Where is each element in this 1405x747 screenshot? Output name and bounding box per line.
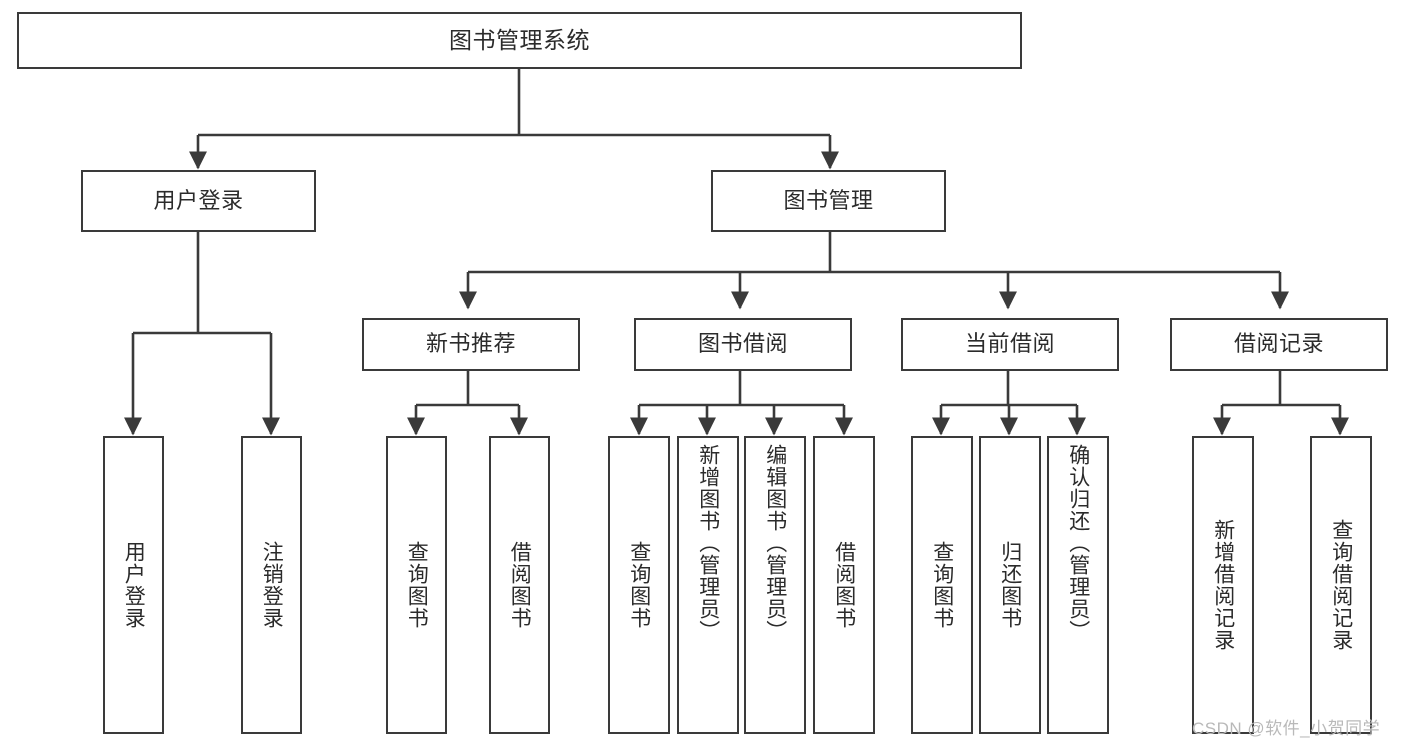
node-label: 编辑图书（管理员） (763, 444, 787, 642)
node-label: 用户登录 (122, 541, 146, 629)
node-leaf-add-book[interactable]: 新增图书（管理员） (677, 436, 739, 734)
node-leaf-return-book[interactable]: 归还图书 (979, 436, 1041, 734)
node-label: 确认归还（管理员） (1066, 444, 1090, 642)
node-label: 归还图书 (998, 541, 1022, 629)
node-leaf-logout-login[interactable]: 注销登录 (241, 436, 302, 734)
watermark-text: CSDN @软件_小贺同学 (1192, 719, 1381, 738)
node-leaf-query-book-1[interactable]: 查询图书 (386, 436, 447, 734)
node-label: 图书管理 (783, 187, 874, 213)
node-label: 查询图书 (930, 541, 954, 629)
node-leaf-query-book-3[interactable]: 查询图书 (911, 436, 973, 734)
node-label: 当前借阅 (964, 331, 1055, 357)
node-book-borrow[interactable]: 图书借阅 (634, 318, 852, 371)
node-leaf-query-record[interactable]: 查询借阅记录 (1310, 436, 1372, 734)
node-leaf-user-login[interactable]: 用户登录 (103, 436, 164, 734)
node-label: 查询图书 (627, 541, 651, 629)
node-current-borrow[interactable]: 当前借阅 (901, 318, 1119, 371)
node-new-book-recommend[interactable]: 新书推荐 (362, 318, 580, 371)
node-label: 借阅记录 (1233, 331, 1324, 357)
node-leaf-add-record[interactable]: 新增借阅记录 (1192, 436, 1254, 734)
node-leaf-query-book-2[interactable]: 查询图书 (608, 436, 670, 734)
node-label: 新增图书（管理员） (696, 444, 720, 642)
node-label: 用户登录 (153, 187, 244, 213)
node-leaf-confirm-return[interactable]: 确认归还（管理员） (1047, 436, 1109, 734)
node-user-login[interactable]: 用户登录 (81, 170, 316, 232)
node-label: 新增借阅记录 (1211, 519, 1235, 651)
node-leaf-borrow-book-1[interactable]: 借阅图书 (489, 436, 550, 734)
node-label: 借阅图书 (832, 541, 856, 629)
node-borrow-record[interactable]: 借阅记录 (1170, 318, 1388, 371)
node-label: 查询借阅记录 (1329, 519, 1353, 651)
node-label: 新书推荐 (425, 331, 516, 357)
node-book-management-system[interactable]: 图书管理系统 (17, 12, 1022, 69)
node-label: 注销登录 (260, 541, 284, 629)
node-label: 图书借阅 (697, 331, 788, 357)
node-leaf-edit-book[interactable]: 编辑图书（管理员） (744, 436, 806, 734)
node-label: 查询图书 (405, 541, 429, 629)
node-label: 图书管理系统 (449, 26, 590, 53)
node-book-management[interactable]: 图书管理 (711, 170, 946, 232)
node-label: 借阅图书 (508, 541, 532, 629)
node-leaf-borrow-book-2[interactable]: 借阅图书 (813, 436, 875, 734)
